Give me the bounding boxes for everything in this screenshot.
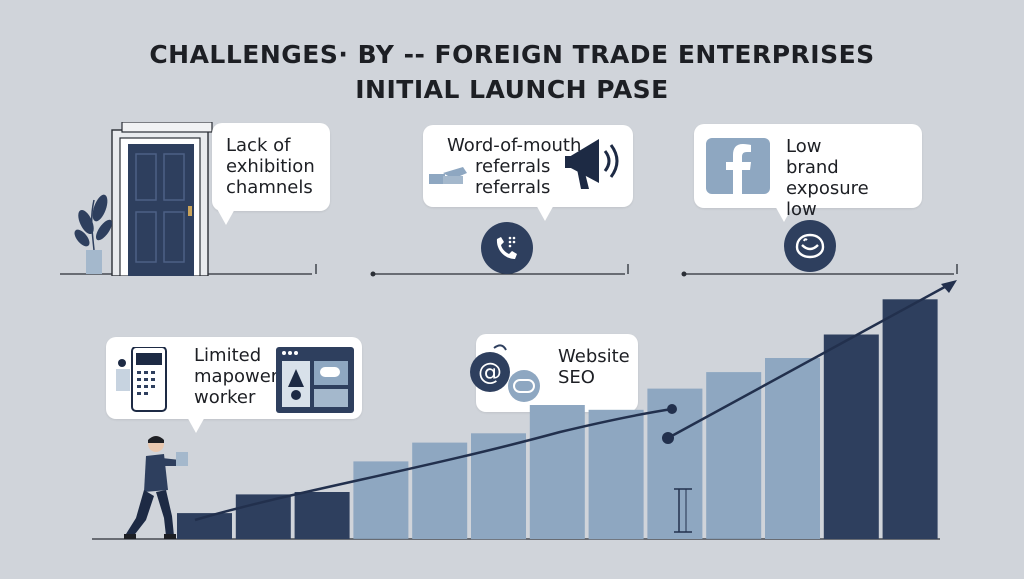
bar-6 (471, 433, 526, 540)
smartphone-icon (116, 347, 167, 412)
bubble-manpower: Limited mapower worker (106, 337, 362, 433)
chat-icon (784, 220, 836, 272)
facebook-icon (706, 138, 770, 194)
at-sign-icon: @ (470, 344, 540, 402)
bar-9 (647, 388, 703, 539)
bar-4 (353, 461, 409, 539)
bubble-referrals-text: Word-of-mouth referrals referrals (447, 135, 582, 198)
bar-8 (588, 409, 644, 540)
bar-3 (294, 492, 350, 539)
measure-marker (674, 488, 692, 533)
plant-icon (74, 194, 113, 274)
browser-icon (276, 347, 354, 413)
title-line-1: CHALLENGES· BY -- FOREIGN TRADE ENTERPRI… (149, 40, 875, 69)
bar-11 (765, 358, 820, 539)
person-icon (124, 436, 188, 539)
megaphone-icon (565, 139, 619, 189)
bubble-brand: Low brand exposure low (694, 124, 922, 222)
bubble-brand-text: Low brand exposure low (786, 136, 869, 220)
trend-line-1 (194, 407, 673, 522)
bubble-manpower-text: Limited mapower worker (194, 345, 279, 408)
bubble-referrals: Word-of-mouth referrals referrals (423, 125, 633, 221)
bar-12 (823, 334, 879, 539)
bar-13 (882, 299, 938, 539)
bubble-exhibition: Lack of exhibition chamnels (212, 123, 330, 225)
bar-10 (706, 372, 762, 539)
handshake-icon (429, 167, 467, 184)
bubble-seo-text: Website SEO (558, 346, 630, 388)
trend-point-2 (662, 432, 674, 444)
door-icon (111, 122, 213, 276)
bubble-exhibition-text: Lack of exhibition chamnels (226, 135, 315, 198)
svg-text:@: @ (478, 358, 502, 386)
bar-7 (529, 405, 585, 539)
trend-point-1 (667, 404, 677, 414)
title-line-2: INITIAL LAUNCH PASE (355, 75, 669, 104)
trend-arrowhead (941, 280, 957, 293)
phone-icon (481, 222, 533, 274)
trend-line-2 (667, 281, 953, 440)
